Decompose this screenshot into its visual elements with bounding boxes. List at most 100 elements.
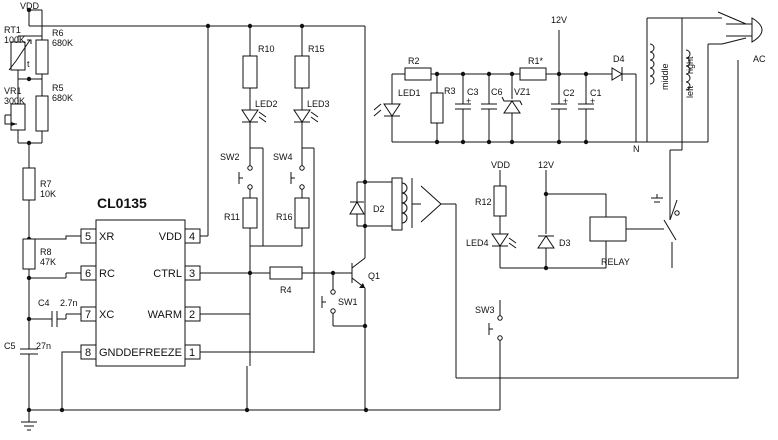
ic-name: CL0135: [97, 195, 147, 211]
c3-plus: +: [466, 96, 471, 106]
pin-defreeze-label: DEFREEZE: [123, 347, 182, 359]
r15-label: R15: [308, 44, 325, 54]
r4-label: R4: [280, 285, 292, 295]
relay-output-stage: [441, 170, 680, 378]
component-labels: VDD RT1 100K t R6 680K VR1 300K R5 680K …: [4, 1, 766, 351]
pin-ctrl-label: CTRL: [153, 268, 182, 280]
led1-diode: [383, 103, 401, 117]
led-branch-left: [238, 26, 267, 366]
r3-resistor: [430, 92, 444, 124]
r11-label: R11: [224, 212, 240, 222]
relay-label: RELAY: [601, 257, 630, 267]
rt1-value: 100K: [4, 35, 25, 45]
vz1-zener: [503, 100, 521, 114]
r10-resistor: [242, 55, 258, 89]
vdd-right-label: VDD: [491, 160, 511, 170]
led1-label: LED1: [398, 88, 421, 98]
c5-value: 27n: [36, 341, 51, 351]
r5-label: R5: [52, 83, 64, 93]
r7-resistor: [22, 167, 36, 201]
r5-resistor: [35, 95, 49, 132]
c4-value: 2.7n: [60, 298, 78, 308]
led4-diode: [491, 233, 509, 247]
r8-label: R8: [40, 247, 52, 257]
led2-diode: [241, 109, 259, 123]
vr1-label: VR1: [4, 86, 22, 96]
led3-label: LED3: [307, 99, 330, 109]
d3-label: D3: [559, 238, 571, 248]
r5-value: 680K: [52, 93, 73, 103]
d3-diode: [537, 235, 555, 249]
c2-label: C2: [563, 88, 575, 98]
r2-resistor: [404, 67, 432, 81]
pin-vdd-label: VDD: [159, 231, 182, 243]
r6-label: R6: [52, 28, 64, 38]
r3-label: R3: [444, 86, 456, 96]
r6-value: 680K: [52, 38, 73, 48]
r16-label: R16: [276, 212, 293, 222]
led4-label: LED4: [466, 238, 489, 248]
pin-xc-label: XC: [99, 309, 114, 321]
q1-transistor-stage: [321, 26, 368, 410]
r6-resistor: [35, 39, 49, 75]
pin-8-number: 8: [85, 347, 91, 359]
pin-gnd-label: GND: [99, 347, 124, 359]
pin-3-number: 3: [189, 268, 195, 280]
power-supply-block: [373, 30, 636, 145]
ic-body: [95, 219, 186, 367]
r4-resistor: [269, 266, 303, 280]
c1-plus: +: [590, 96, 595, 106]
rt1-t-label: t: [27, 59, 30, 69]
pin-warm-label: WARM: [148, 309, 182, 321]
relay-box: [589, 216, 627, 242]
sw3-label: SW3: [475, 305, 495, 315]
ic-right-wiring: [200, 245, 352, 353]
pin-5-number: 5: [85, 231, 91, 243]
sw2-label: SW2: [220, 152, 240, 162]
vz1-label: VZ1: [514, 87, 531, 97]
led-branch-right: [290, 26, 319, 353]
c4-label: C4: [38, 298, 50, 308]
d2-diode: [349, 201, 365, 215]
cl0135-ic: CL0135 5 6 7 8 4 3 2 1 XR RC XC GND VDD …: [80, 195, 201, 367]
c1-label: C1: [590, 88, 602, 98]
pin-7-number: 7: [85, 309, 91, 321]
pin-xr-label: XR: [99, 231, 114, 243]
pin-rc-label: RC: [99, 268, 115, 280]
v12-top-label: 12V: [551, 15, 567, 25]
vr1-value: 300K: [4, 96, 25, 106]
rt1-thermistor: [10, 41, 26, 71]
ac-input: [456, 11, 763, 379]
r2-label: R2: [408, 56, 420, 66]
led2-label: LED2: [255, 99, 278, 109]
middle-label: middle: [660, 63, 670, 90]
v12-right-label: 12V: [538, 160, 554, 170]
c2-plus: +: [563, 96, 568, 106]
c5-label: C5: [4, 341, 16, 351]
c3-label: C3: [467, 87, 479, 97]
d4-label: D4: [613, 54, 625, 64]
right-label: right: [685, 56, 695, 74]
vr1-potentiometer: [10, 103, 26, 131]
led3-diode: [293, 109, 311, 123]
pin-1-number: 1: [189, 347, 195, 359]
pin-6-number: 6: [85, 268, 91, 280]
rt1-label: RT1: [4, 25, 21, 35]
r8-resistor: [22, 238, 36, 270]
r7-label: R7: [40, 179, 52, 189]
left-label: left: [685, 85, 695, 98]
pin-4-number: 4: [189, 231, 195, 243]
pin-2-number: 2: [189, 309, 195, 321]
d2-label: D2: [373, 204, 385, 214]
r10-label: R10: [258, 44, 275, 54]
r7-value: 10K: [40, 189, 56, 199]
c6-label: C6: [491, 87, 503, 97]
sw4-label: SW4: [273, 152, 293, 162]
vdd-top-label: VDD: [20, 1, 40, 11]
r1-resistor: [519, 67, 547, 81]
r15-resistor: [294, 55, 310, 89]
compressor-motor: [635, 17, 708, 220]
r12-label: R12: [475, 197, 492, 207]
relay-coil-stage: [349, 177, 442, 231]
